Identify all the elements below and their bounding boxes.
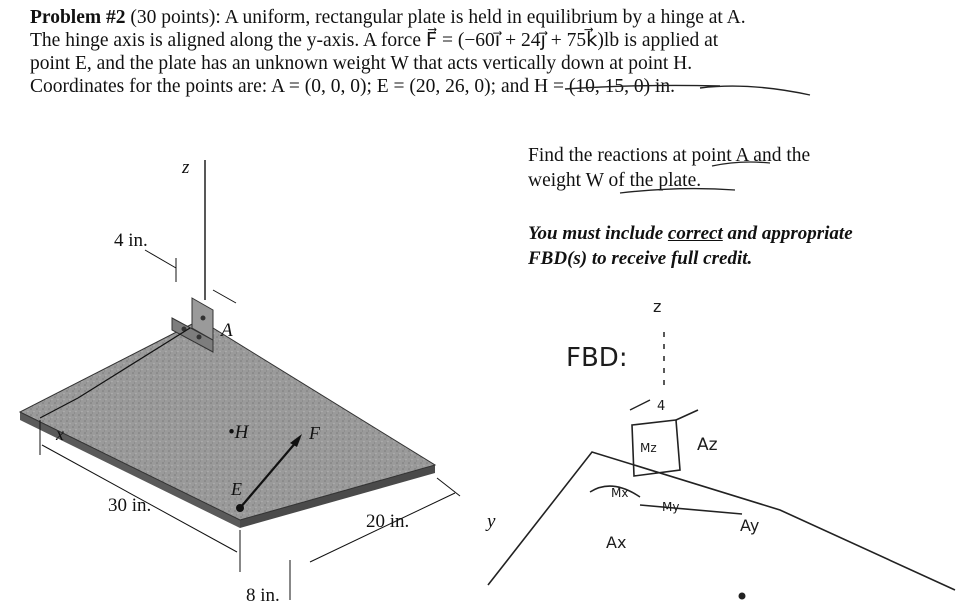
hand-az-label: Az	[697, 435, 718, 455]
x-axis-label: x	[55, 424, 64, 444]
hand-ay-arrow	[639, 504, 743, 515]
hand-underline-vertically	[564, 84, 721, 90]
hand-az-arrow	[675, 409, 699, 421]
task-line-2: weight W of the plate.	[528, 170, 702, 191]
hand-mz-label: Mz	[640, 441, 657, 455]
hand-ay-label: Ay	[740, 516, 759, 535]
dim-4in-label: 4 in.	[114, 230, 148, 251]
force-arrow-shaft	[239, 440, 298, 509]
y-axis-label: y	[485, 511, 496, 532]
point-h-label: •H	[228, 422, 250, 443]
hand-underline-weight	[619, 187, 736, 194]
z-axis-label: z	[181, 157, 190, 178]
dim-4in-tick-right	[212, 289, 237, 304]
note-line-1: You must include correct and appropriate	[528, 221, 948, 246]
dim-20in-label: 20 in.	[366, 511, 409, 532]
problem-line-1-text: (30 points): A uniform, rectangular plat…	[125, 7, 746, 28]
hinge-bolt-icon	[200, 315, 206, 321]
hand-dim-arrow	[629, 399, 651, 411]
dim-20in-tick	[436, 477, 461, 497]
hand-four-label: 4	[657, 399, 665, 414]
hand-underline-point-a	[711, 161, 771, 167]
problem-line-1: Problem #2 (30 points): A uniform, recta…	[30, 6, 930, 29]
hinge-bolt-icon	[181, 326, 187, 332]
x-axis-line	[77, 327, 191, 399]
x-axis-line-ext	[39, 397, 79, 419]
dim-8in-label: 8 in.	[246, 585, 280, 606]
problem-line-3: point E, and the plate has an unknown we…	[30, 53, 693, 74]
note-line-1-b: and appropriate	[722, 223, 853, 244]
hand-underline-down-point	[699, 85, 811, 96]
hand-mx-arc	[589, 485, 641, 498]
hand-plate-outline	[487, 451, 956, 591]
problem-statement: Problem #2 (30 points): A uniform, recta…	[30, 6, 930, 98]
note-line-1-a: You must include	[528, 223, 668, 244]
hinge-bolt-icon	[196, 334, 202, 340]
dim-30in-label: 30 in.	[108, 495, 151, 516]
hand-ax-label: Ax	[606, 533, 626, 552]
force-arrowhead-icon	[290, 434, 302, 447]
plate-right-edge	[240, 465, 435, 528]
dim-20in-line	[309, 492, 456, 563]
credit-note: You must include correct and appropriate…	[528, 221, 948, 271]
hand-mx-label: Mx	[611, 486, 628, 500]
hand-hinge-box	[631, 419, 681, 477]
problem-heading: Problem #2	[30, 7, 126, 28]
point-e-label: E	[230, 479, 242, 499]
dim-4in-leader	[144, 249, 177, 269]
point-a-label: A	[219, 320, 233, 341]
problem-line-2: The hinge axis is aligned along the y-ax…	[30, 30, 719, 51]
force-label: F	[308, 423, 321, 443]
task-text: Find the reactions at point A and the we…	[528, 143, 948, 193]
hand-fbd-label: FBD:	[566, 343, 628, 373]
handwritten-fbd: FBD: z 4 Mz Az Mx My Ay Ax	[487, 297, 956, 600]
hand-z-label: z	[653, 297, 661, 316]
hand-weight-point	[738, 592, 746, 600]
task-line-1: Find the reactions at point A and the	[528, 145, 811, 166]
dim-30in-line	[41, 444, 238, 553]
plate-front-edge	[20, 412, 240, 528]
problem-line-4: Coordinates for the points are: A = (0, …	[30, 76, 675, 97]
note-underlined-word: correct	[667, 223, 723, 244]
note-line-2: FBD(s) to receive full credit.	[528, 248, 753, 269]
